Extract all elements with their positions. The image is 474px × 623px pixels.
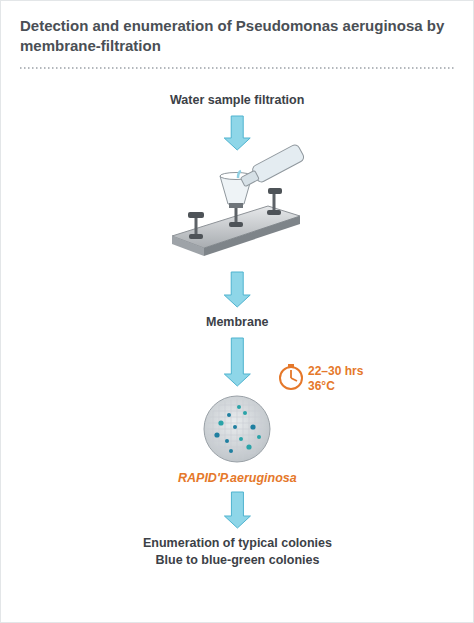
incubation-label: 22–30 hrs bbox=[308, 364, 363, 379]
process-step: RAPID'P.aeruginosa bbox=[178, 393, 297, 485]
flow-arrow bbox=[224, 116, 250, 307]
filtration-apparatus bbox=[172, 143, 305, 256]
process-step: Water sample filtration bbox=[170, 92, 304, 109]
step-text: Water sample filtration bbox=[170, 92, 304, 109]
step-text: Enumeration of typical colonies bbox=[143, 535, 332, 552]
step-text: RAPID'P.aeruginosa bbox=[178, 471, 297, 485]
process-step: Membrane bbox=[206, 314, 269, 331]
process-step: Enumeration of typical coloniesBlue to b… bbox=[143, 535, 332, 569]
clock-icon bbox=[280, 364, 302, 389]
step-text: Membrane bbox=[206, 314, 269, 331]
incubation-label: 36°C bbox=[308, 379, 335, 394]
dotted-rule bbox=[20, 67, 454, 69]
flow-arrow bbox=[224, 492, 250, 528]
step-text: Blue to blue-green colonies bbox=[143, 552, 332, 569]
flow-arrow bbox=[224, 338, 250, 386]
petri-dish bbox=[201, 393, 273, 465]
diagram-title: Detection and enumeration of Pseudomonas… bbox=[20, 16, 460, 56]
